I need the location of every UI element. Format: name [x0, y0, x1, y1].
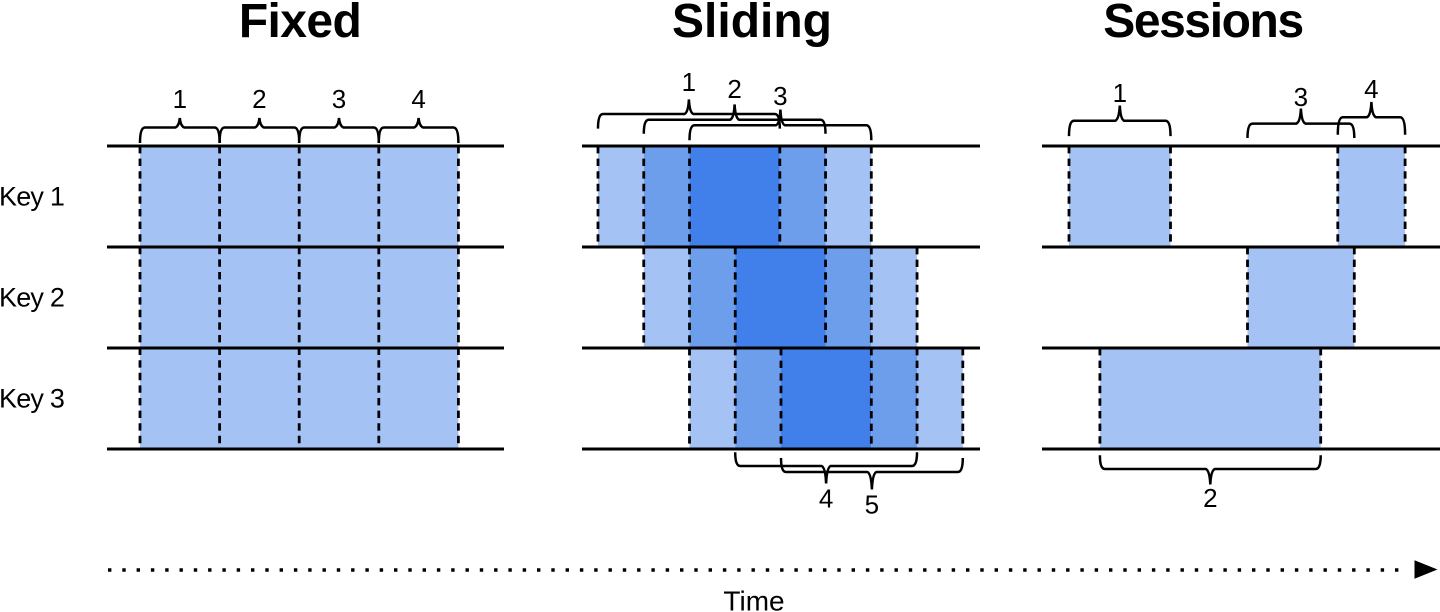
- svg-text:1: 1: [1113, 78, 1127, 108]
- svg-text:Key 2: Key 2: [0, 283, 64, 313]
- svg-text:2: 2: [1203, 483, 1217, 513]
- svg-text:4: 4: [411, 84, 425, 114]
- svg-text:Time: Time: [723, 586, 784, 612]
- svg-text:1: 1: [682, 67, 696, 97]
- svg-text:3: 3: [1294, 82, 1308, 112]
- svg-text:2: 2: [727, 74, 741, 104]
- svg-text:3: 3: [773, 81, 787, 111]
- svg-text:4: 4: [1364, 74, 1378, 104]
- svg-text:Key 1: Key 1: [0, 182, 64, 212]
- svg-text:2: 2: [252, 84, 266, 114]
- svg-text:Fixed: Fixed: [239, 0, 361, 48]
- svg-text:Sessions: Sessions: [1103, 0, 1303, 48]
- svg-text:4: 4: [819, 484, 833, 514]
- svg-text:Key 3: Key 3: [0, 384, 64, 414]
- svg-text:5: 5: [865, 490, 879, 520]
- svg-text:Sliding: Sliding: [672, 0, 832, 48]
- svg-text:1: 1: [173, 84, 187, 114]
- svg-text:3: 3: [332, 84, 346, 114]
